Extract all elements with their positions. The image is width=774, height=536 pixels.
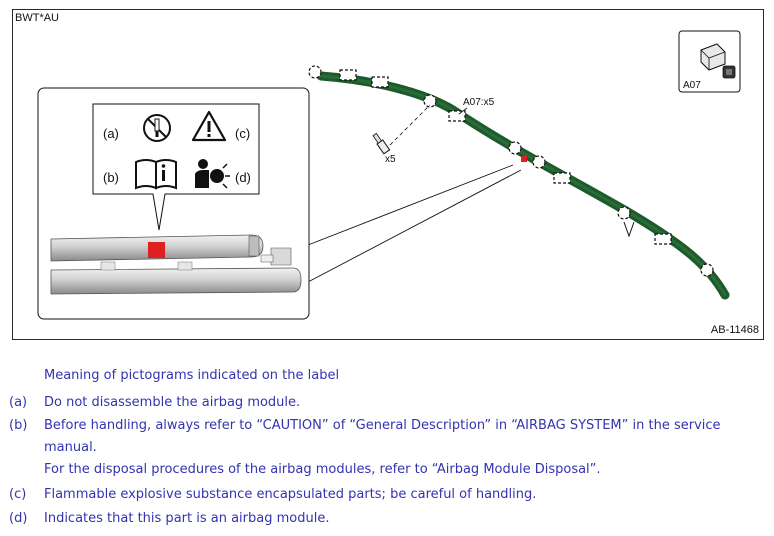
label-mark	[521, 156, 527, 162]
bolt-marker	[700, 263, 714, 277]
bolt-marker	[532, 155, 546, 169]
pictogram-key-c: (c)	[235, 126, 250, 141]
figure-id: AB-11468	[710, 324, 759, 336]
bolt-marker	[617, 206, 631, 220]
bolt-marker	[423, 94, 437, 108]
clip-marker	[339, 69, 357, 81]
pictogram-key-d: (d)	[235, 170, 251, 185]
connector-icon	[700, 43, 736, 79]
legend-key: (b)	[9, 418, 28, 433]
label-mark-magnified	[148, 242, 165, 258]
legend-text: Before handling, always refer to “CAUTIO…	[44, 418, 721, 455]
figure-code: BWT*AU	[15, 12, 59, 24]
no-disassemble-icon	[143, 114, 171, 142]
bolt-marker	[308, 65, 322, 79]
legend-text: Flammable explosive substance encapsulat…	[44, 487, 537, 502]
clip-marker	[553, 172, 571, 184]
legend-text: Indicates that this part is an airbag mo…	[44, 511, 330, 526]
pictogram-key-b: (b)	[103, 170, 119, 185]
mounting-tube	[50, 267, 302, 295]
bolt-qty: x5	[385, 154, 396, 165]
curtain-airbag	[316, 71, 730, 300]
legend-text: For the disposal procedures of the airba…	[44, 462, 601, 477]
bolt-icon	[372, 132, 391, 155]
airbag-figure: BWT*AU AB-11468 x5 A07:x5	[12, 9, 764, 340]
legend-key: (c)	[9, 487, 27, 502]
airbag-person-icon	[195, 159, 230, 189]
legend-text: Do not disassemble the airbag module.	[44, 395, 301, 410]
connector-inset-label: A07	[683, 80, 701, 91]
legend-key: (d)	[9, 511, 28, 526]
clip-marker	[654, 233, 672, 245]
pictogram-key-a: (a)	[103, 126, 119, 141]
connector-qty: A07:x5	[463, 97, 495, 108]
clip-marker	[371, 76, 389, 88]
warning-triangle-icon	[191, 110, 227, 142]
bolt-marker	[508, 141, 522, 155]
legend-key: (a)	[9, 395, 28, 410]
manual-info-icon	[135, 159, 177, 190]
clip-markers	[308, 65, 714, 277]
clip-marker	[448, 110, 466, 122]
legend-heading: Meaning of pictograms indicated on the l…	[44, 368, 340, 383]
airbag-diagram: x5 A07:x5 (a) (c) (b)	[37, 30, 741, 320]
